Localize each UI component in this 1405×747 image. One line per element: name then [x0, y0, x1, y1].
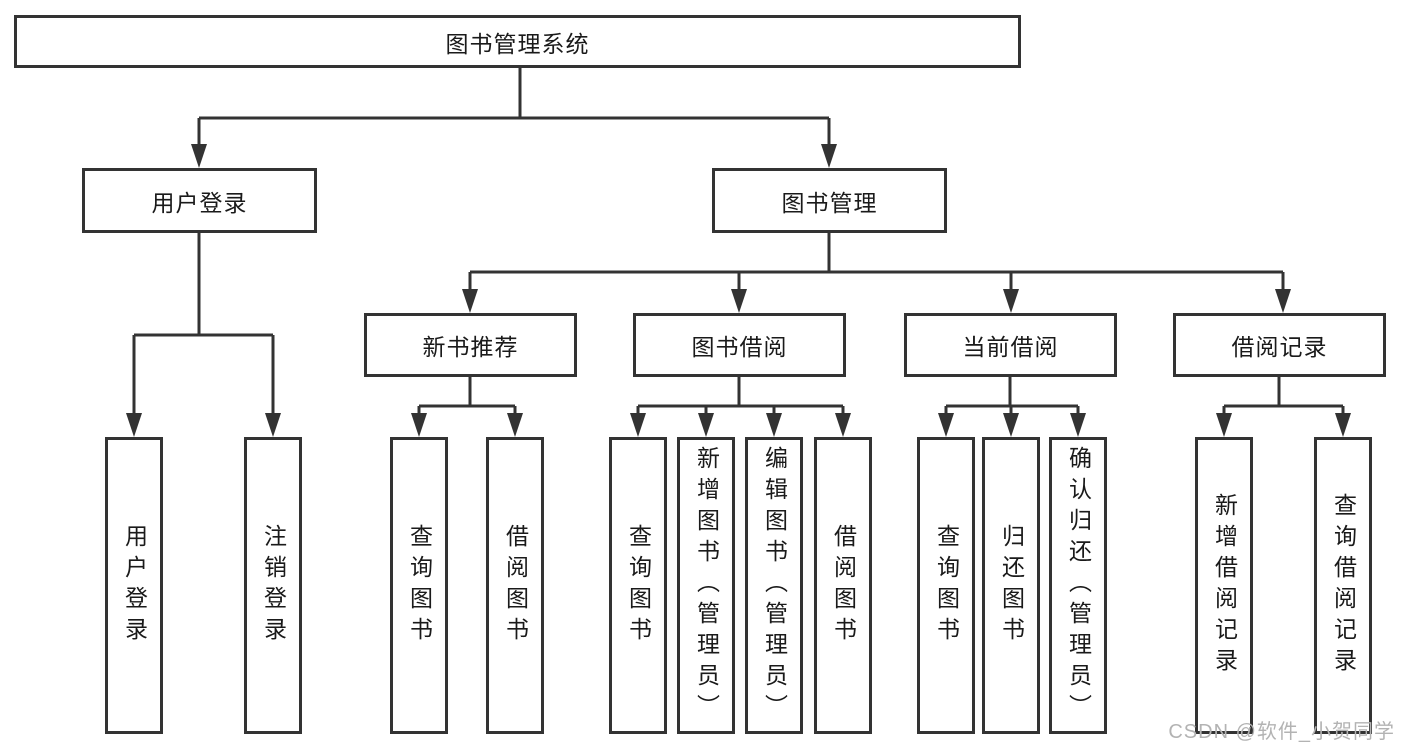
- node-label-borrow-records: 借阅记录: [1231, 334, 1328, 360]
- node-box-borrow-records: 借阅记录: [1173, 313, 1386, 377]
- node-box-new-book-recommend: 新书推荐: [364, 313, 577, 377]
- leaf-label-borrow-add-book-admin: 新增图书（管理员）: [693, 446, 720, 725]
- leaf-box-current-query-book: 查询图书: [917, 437, 975, 734]
- leaf-label-borrow-borrow-book: 借阅图书: [830, 523, 857, 648]
- leaf-box-borrow-query-book: 查询图书: [609, 437, 667, 734]
- node-box-book-borrow: 图书借阅: [633, 313, 846, 377]
- leaf-box-user-login: 用户登录: [105, 437, 163, 734]
- leaf-label-borrow-query-book: 查询图书: [625, 523, 652, 648]
- leaf-box-newbook-query-book: 查询图书: [390, 437, 448, 734]
- node-box-library-system: 图书管理系统: [14, 15, 1021, 68]
- node-box-book-management: 图书管理: [712, 168, 947, 233]
- leaf-label-user-login: 用户登录: [121, 523, 148, 648]
- leaf-box-current-return-book: 归还图书: [982, 437, 1040, 734]
- node-box-current-borrow: 当前借阅: [904, 313, 1117, 377]
- node-label-book-management: 图书管理: [781, 189, 878, 216]
- arrowheads: [126, 144, 1351, 437]
- leaf-label-newbook-borrow-book: 借阅图书: [502, 523, 529, 648]
- node-label-user-login: 用户登录: [151, 189, 248, 216]
- csdn-watermark: CSDN @软件_小贺同学: [1168, 721, 1395, 743]
- leaf-box-borrow-add-book-admin: 新增图书（管理员）: [677, 437, 735, 734]
- leaf-box-logout: 注销登录: [244, 437, 302, 734]
- leaf-box-current-confirm-return-admin: 确认归还（管理员）: [1049, 437, 1107, 734]
- leaf-box-records-query-record: 查询借阅记录: [1314, 437, 1372, 734]
- node-box-user-login: 用户登录: [82, 168, 317, 233]
- leaf-box-records-add-record: 新增借阅记录: [1195, 437, 1253, 734]
- leaf-label-current-query-book: 查询图书: [933, 523, 960, 648]
- node-label-library-system: 图书管理系统: [445, 30, 590, 57]
- leaf-label-logout: 注销登录: [260, 523, 287, 648]
- leaf-label-records-query-record: 查询借阅记录: [1330, 492, 1357, 679]
- leaf-box-borrow-edit-book-admin: 编辑图书（管理员）: [745, 437, 803, 734]
- leaf-label-current-return-book: 归还图书: [998, 523, 1025, 648]
- leaf-box-newbook-borrow-book: 借阅图书: [486, 437, 544, 734]
- leaf-label-borrow-edit-book-admin: 编辑图书（管理员）: [761, 446, 788, 725]
- node-label-new-book-recommend: 新书推荐: [422, 334, 519, 360]
- leaf-label-newbook-query-book: 查询图书: [406, 523, 433, 648]
- node-label-current-borrow: 当前借阅: [962, 334, 1059, 360]
- leaf-label-current-confirm-return-admin: 确认归还（管理员）: [1065, 446, 1092, 725]
- leaf-label-records-add-record: 新增借阅记录: [1211, 492, 1238, 679]
- node-label-book-borrow: 图书借阅: [691, 334, 788, 360]
- leaf-box-borrow-borrow-book: 借阅图书: [814, 437, 872, 734]
